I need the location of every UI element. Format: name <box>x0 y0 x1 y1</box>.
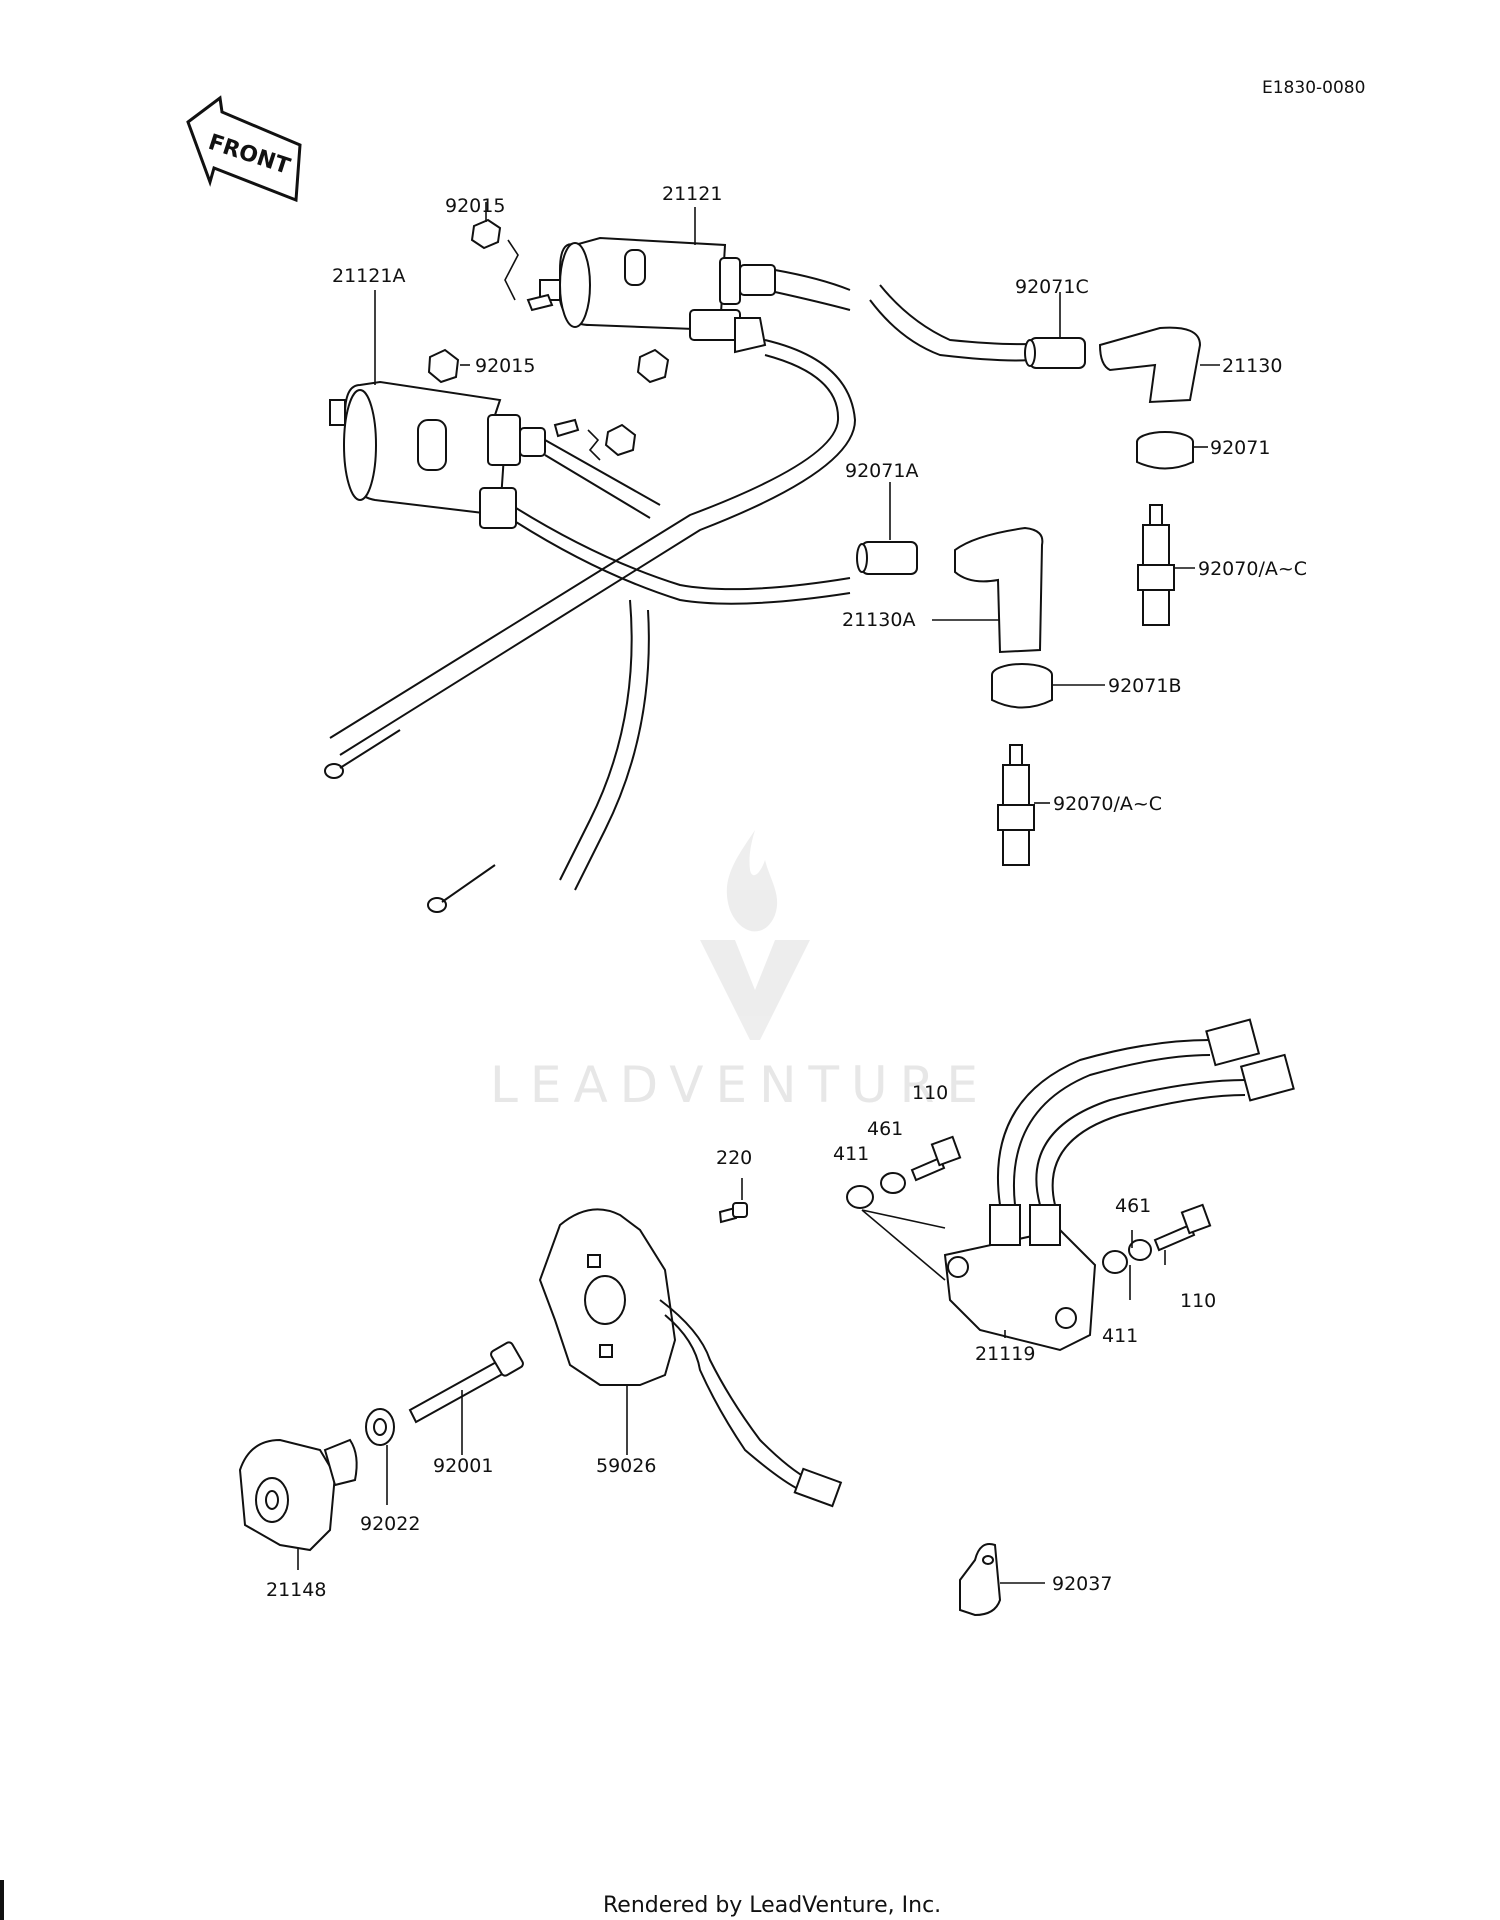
label-110-left: 110 <box>912 1082 948 1104</box>
leader-lines <box>297 202 1220 1584</box>
label-92001: 92001 <box>433 1455 493 1477</box>
edge-mark <box>0 1880 4 1920</box>
front-arrow-icon: FRONT <box>186 95 302 203</box>
clamp-92037 <box>959 1543 1002 1617</box>
label-92071: 92071 <box>1210 437 1270 459</box>
label-21148: 21148 <box>266 1579 326 1601</box>
plug-cap-21130A <box>954 526 1044 654</box>
seal-92071 <box>1136 431 1194 470</box>
label-21119: 21119 <box>975 1343 1035 1365</box>
screw-220 <box>718 1202 748 1224</box>
leadventure-logo-icon <box>700 830 810 1040</box>
label-411-right: 411 <box>1102 1325 1138 1347</box>
high-tension-cords <box>324 269 1031 913</box>
resistor-cap-92071A <box>856 541 918 575</box>
label-92022: 92022 <box>360 1513 420 1535</box>
label-92037: 92037 <box>1052 1573 1112 1595</box>
label-92070-upper: 92070/A~C <box>1198 558 1307 580</box>
part-labels: 21121 92015 21121A 92015 92071C 21130 92… <box>266 183 1307 1601</box>
label-461-left: 461 <box>867 1118 903 1140</box>
footer-credit: Rendered by LeadVenture, Inc. <box>603 1893 941 1918</box>
pickup-coil-59026 <box>538 1208 843 1508</box>
seal-92071B <box>991 663 1053 709</box>
label-21121: 21121 <box>662 183 722 205</box>
label-92070-lower: 92070/A~C <box>1053 793 1162 815</box>
label-92015-mid: 92015 <box>475 355 535 377</box>
ic-igniter-21119 <box>943 1018 1295 1352</box>
label-411-left: 411 <box>833 1143 869 1165</box>
spark-plug-lower <box>997 744 1035 866</box>
ignition-coil-21121 <box>539 236 776 354</box>
label-21130: 21130 <box>1222 355 1282 377</box>
spark-plug-upper <box>1137 504 1175 626</box>
bolt-92001 <box>408 1341 524 1424</box>
ignition-coil-21121A <box>329 380 546 529</box>
label-220: 220 <box>716 1147 752 1169</box>
label-21121A: 21121A <box>332 265 405 287</box>
label-92071A: 92071A <box>845 460 918 482</box>
timing-advancer-21148 <box>238 1438 358 1552</box>
label-92015-top: 92015 <box>445 195 505 217</box>
washer-92022 <box>365 1408 395 1446</box>
label-92071B: 92071B <box>1108 675 1181 697</box>
drawing-code: E1830-0080 <box>1262 78 1365 98</box>
watermark-text: LEADVENTURE <box>490 1056 990 1114</box>
label-461-right: 461 <box>1115 1195 1151 1217</box>
resistor-cap-92071C <box>1024 337 1086 369</box>
label-21130A: 21130A <box>842 609 915 631</box>
label-59026: 59026 <box>596 1455 656 1477</box>
plug-cap-21130 <box>1098 326 1202 404</box>
label-110-right: 110 <box>1180 1290 1216 1312</box>
label-92071C: 92071C <box>1015 276 1089 298</box>
